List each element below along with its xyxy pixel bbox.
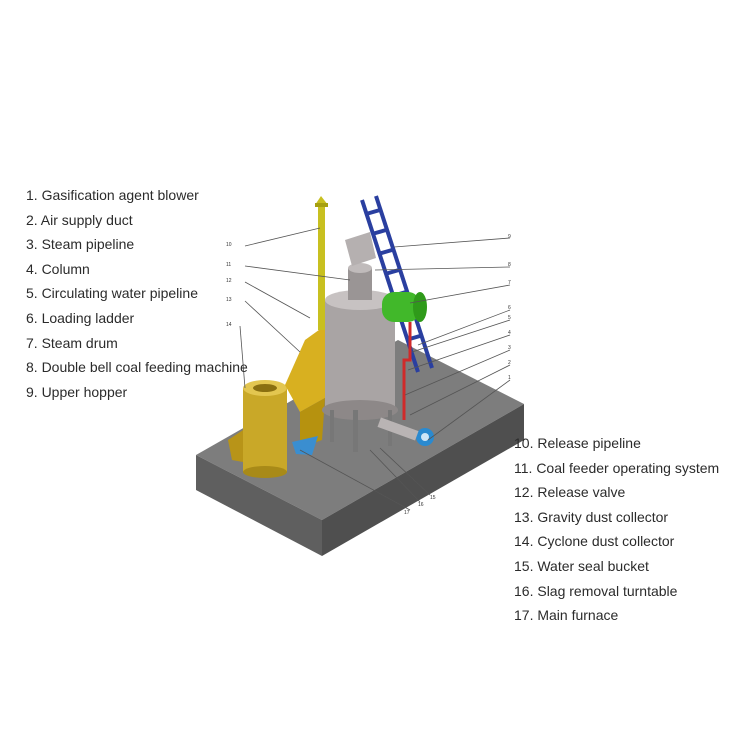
legend-item: 2. Air supply duct — [26, 211, 133, 228]
gravity-dust-collector — [228, 380, 287, 478]
legend-right: 10. Release pipeline 11. Coal feeder ope… — [514, 431, 719, 628]
legend-item: 14. Cyclone dust collector — [514, 533, 675, 550]
legend-item: 1. Gasification agent blower — [26, 187, 199, 203]
legend-left: 1. Gasification agent blower 2. Air supp… — [26, 183, 248, 404]
legend-item: 10. Release pipeline — [514, 435, 641, 451]
legend-item: 11. Coal feeder operating system — [514, 459, 720, 476]
legend-item: 4. Column — [26, 260, 90, 277]
release-pipeline — [315, 196, 328, 330]
legend-item: 16. Slag removal turntable — [514, 582, 678, 599]
callout-3: 3 — [508, 345, 511, 351]
legend-item: 6. Loading ladder — [26, 309, 135, 326]
callout-6: 6 — [508, 305, 511, 311]
callout-15: 15 — [430, 495, 436, 501]
upper-hopper — [345, 232, 376, 266]
callout-5: 5 — [508, 315, 511, 321]
callout-numbers: 9 8 7 6 5 4 3 2 1 10 11 12 13 14 15 16 1… — [226, 234, 511, 516]
legend-item: 5. Circulating water pipeline — [26, 285, 198, 302]
callout-13: 13 — [226, 297, 232, 303]
legend-item: 9. Upper hopper — [26, 383, 128, 400]
leader-lines — [239, 227, 511, 511]
callout-9: 9 — [508, 234, 511, 240]
callout-1: 1 — [508, 375, 511, 381]
legend-item: 17. Main furnace — [514, 607, 619, 624]
gasification-agent-blower — [377, 417, 434, 446]
callout-10: 10 — [226, 242, 232, 248]
legend-item: 15. Water seal bucket — [514, 557, 649, 574]
steam-drum — [382, 292, 427, 322]
callout-11: 11 — [226, 262, 231, 268]
circulating-water-pipeline — [402, 322, 412, 420]
legend-item: 12. Release valve — [514, 484, 626, 501]
callout-2: 2 — [508, 360, 511, 366]
callout-16: 16 — [418, 502, 424, 508]
callout-14: 14 — [226, 322, 232, 328]
callout-7: 7 — [508, 280, 511, 286]
callout-4: 4 — [508, 330, 511, 336]
callout-12: 12 — [226, 278, 232, 284]
callout-17: 17 — [404, 510, 410, 516]
legend-item: 13. Gravity dust collector — [514, 508, 669, 525]
callout-8: 8 — [508, 262, 511, 268]
legend-item: 8. Double bell coal feeding machine — [26, 359, 248, 376]
cyclone-dust-collector — [285, 322, 338, 455]
legend-item: 7. Steam drum — [26, 334, 118, 351]
legend-item: 3. Steam pipeline — [26, 236, 135, 253]
main-furnace — [322, 263, 398, 452]
